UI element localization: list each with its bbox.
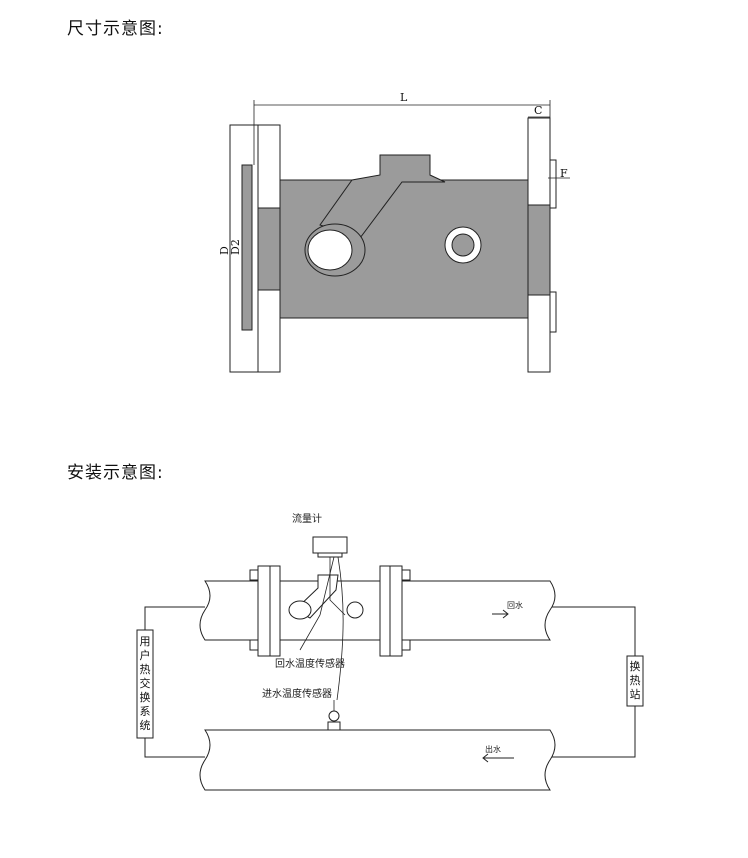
dimension-diagram-heading: 尺寸示意图: [67, 19, 164, 39]
right-flange-tab-bottom [549, 291, 557, 333]
left-flange-gasket [241, 164, 253, 331]
left-flange-slot-top [257, 124, 281, 209]
right-flange-band [527, 204, 551, 296]
transducer-port-inner [307, 229, 353, 271]
dimension-d-label: D [218, 246, 231, 255]
left-flange-slot-bottom [257, 289, 281, 373]
right-flange-tab-top [549, 159, 557, 209]
round-port-inner [451, 233, 475, 257]
dimension-d2-label: D2 [229, 239, 242, 255]
dimension-c-label: C [534, 104, 542, 117]
transducer-arm [319, 154, 446, 239]
dimension-l-label: L [400, 91, 408, 104]
installation-diagram-heading: 安装示意图: [67, 463, 164, 483]
dimension-f-label: F [560, 167, 568, 180]
